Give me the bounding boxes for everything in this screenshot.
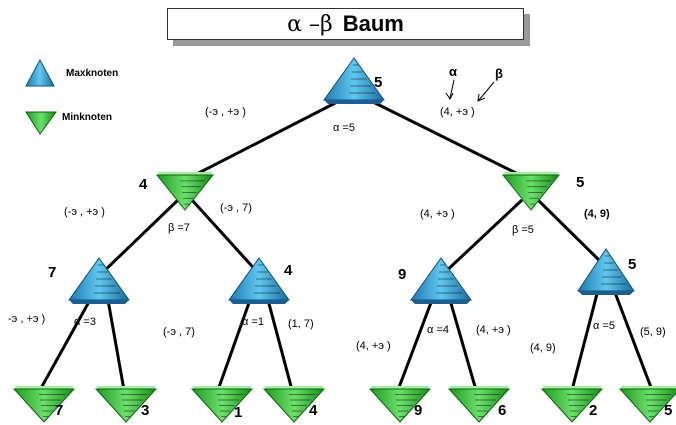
leaf-value-5: 9 bbox=[414, 402, 423, 419]
leaf-node-6 bbox=[447, 386, 511, 423]
title-text: Baum bbox=[342, 11, 404, 36]
edge-maxlr-leaf3 bbox=[216, 299, 252, 391]
leaf-value-4: 4 bbox=[309, 402, 318, 419]
max-node-root bbox=[323, 57, 385, 104]
edge-minleft-maxll bbox=[98, 198, 180, 277]
edge-maxrl-leaf6 bbox=[448, 299, 478, 391]
title-box: α –β Baum bbox=[167, 8, 524, 40]
max-ll-cut: α =3 bbox=[74, 316, 96, 328]
edge-maxll-leaf1 bbox=[38, 299, 92, 391]
max-node-ll bbox=[68, 257, 130, 304]
edge-minright-maxrl bbox=[440, 198, 524, 277]
leaf-node-4 bbox=[262, 386, 326, 423]
max-nodes bbox=[68, 57, 635, 304]
min-left-interval: (-э , +э ) bbox=[64, 206, 105, 218]
max-rr-cut: α =5 bbox=[593, 320, 615, 332]
leaf-node-2 bbox=[94, 386, 158, 423]
max-lr-value: 4 bbox=[284, 262, 293, 279]
leaf-value-1: 7 bbox=[55, 402, 64, 419]
alpha-symbol: α bbox=[449, 64, 457, 79]
max-rr-interval: (4, 9) bbox=[530, 342, 556, 354]
max-ll-interval: -э , +э ) bbox=[8, 313, 46, 325]
leaf-value-2: 3 bbox=[141, 402, 150, 419]
max-ll-value: 7 bbox=[48, 264, 57, 281]
root-interval: (-э , +э ) bbox=[205, 106, 246, 118]
edge-minright-maxrr bbox=[536, 198, 606, 267]
max-lr-interval: (-э , 7) bbox=[163, 326, 195, 338]
leaf-node-5 bbox=[368, 386, 432, 423]
max-node-lr bbox=[228, 257, 290, 304]
leaf-node-8 bbox=[618, 386, 676, 423]
leaf-value-8: 5 bbox=[664, 402, 673, 419]
alpha-arrow bbox=[449, 79, 455, 99]
legend-max-label: Maxknoten bbox=[66, 68, 119, 79]
max-rl-interval-right: (4, +э ) bbox=[476, 324, 511, 336]
min-node-right bbox=[501, 172, 561, 211]
title-greek: α –β bbox=[287, 11, 333, 37]
min-node-left bbox=[155, 172, 215, 211]
edge-maxrr-leaf7 bbox=[570, 289, 600, 391]
tree-edges bbox=[38, 96, 654, 391]
beta-arrow bbox=[478, 81, 495, 101]
min-nodes bbox=[12, 172, 676, 423]
alpha-arrowhead bbox=[445, 92, 454, 100]
root-value: 5 bbox=[374, 74, 383, 91]
max-rr-interval-right: (5, 9) bbox=[640, 326, 666, 338]
leaf-node-7 bbox=[540, 386, 604, 423]
legend-max-shape bbox=[25, 58, 55, 87]
edge-maxrl-leaf5 bbox=[396, 299, 434, 391]
root-cut: α =5 bbox=[333, 122, 355, 134]
max-rl-value: 9 bbox=[398, 266, 407, 283]
edge-minleft-maxlr bbox=[190, 198, 262, 277]
min-right-value: 5 bbox=[576, 174, 585, 191]
legend-min-shape bbox=[25, 111, 57, 135]
max-rl-cut: α =4 bbox=[427, 324, 449, 336]
min-left-value: 4 bbox=[139, 176, 148, 193]
legend-min-label: Minknoten bbox=[62, 112, 112, 123]
edge-maxll-leaf2 bbox=[106, 299, 126, 391]
leaf-value-3: 1 bbox=[234, 404, 243, 421]
edge-maxrr-leaf8 bbox=[612, 289, 654, 391]
edge-maxlr-leaf4 bbox=[266, 299, 294, 391]
beta-symbol: β bbox=[495, 66, 503, 81]
min-right-cut: β =5 bbox=[512, 224, 534, 236]
min-left-interval-right: (-э , 7) bbox=[220, 202, 252, 214]
edge-root-minleft bbox=[184, 96, 346, 182]
leaf-value-7: 2 bbox=[589, 402, 598, 419]
alpha-beta-arrows bbox=[445, 79, 495, 102]
leaf-node-1 bbox=[12, 386, 76, 423]
max-rl-interval: (4, +э ) bbox=[356, 340, 391, 352]
max-lr-cut: α =1 bbox=[242, 316, 264, 328]
edge-root-minright bbox=[364, 96, 531, 182]
max-rr-value: 5 bbox=[628, 256, 637, 273]
min-right-interval-right: (4, 9) bbox=[584, 208, 610, 220]
max-lr-interval-right: (1, 7) bbox=[288, 318, 314, 330]
beta-arrowhead bbox=[477, 93, 486, 102]
leaf-node-3 bbox=[190, 386, 254, 423]
leaf-value-6: 6 bbox=[498, 402, 507, 419]
min-right-interval: (4, +э ) bbox=[420, 208, 455, 220]
top-right-interval: (4, +э ) bbox=[440, 106, 475, 118]
max-node-rl bbox=[410, 257, 472, 304]
min-left-cut: β =7 bbox=[168, 222, 190, 234]
max-node-rr bbox=[577, 248, 635, 295]
